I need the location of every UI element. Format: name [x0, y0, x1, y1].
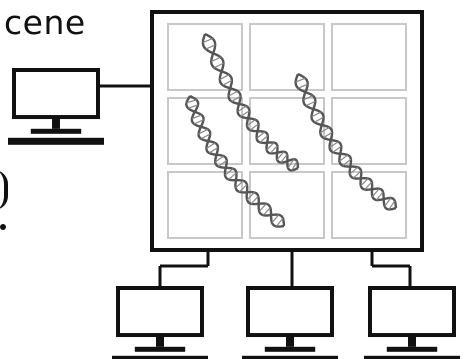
grid-tile: [249, 171, 325, 239]
computers: [8, 68, 460, 359]
grid-frame: [150, 10, 424, 252]
dna-helix-icon: [201, 32, 300, 172]
dna-group: [185, 32, 398, 228]
dna-helix-icon: [185, 94, 286, 228]
grid-tile: [167, 171, 243, 239]
computer-monitor-icon: [242, 286, 338, 359]
grid-tile: [331, 23, 407, 91]
storage-grid: [150, 10, 424, 252]
connector-bus: [158, 250, 412, 288]
grid-tile: [167, 23, 243, 91]
grid-tile: [249, 23, 325, 91]
partial-glyph: [0, 170, 8, 210]
computer-monitor-icon: [8, 68, 104, 145]
grid-tile: [167, 97, 243, 165]
dna-helix-icon: [294, 72, 398, 211]
computer-monitor-icon: [112, 286, 208, 359]
partial-label: cene: [4, 3, 86, 42]
partial-period: [0, 224, 6, 230]
computer-monitor-icon: [364, 286, 460, 359]
grid-tile: [331, 171, 407, 239]
